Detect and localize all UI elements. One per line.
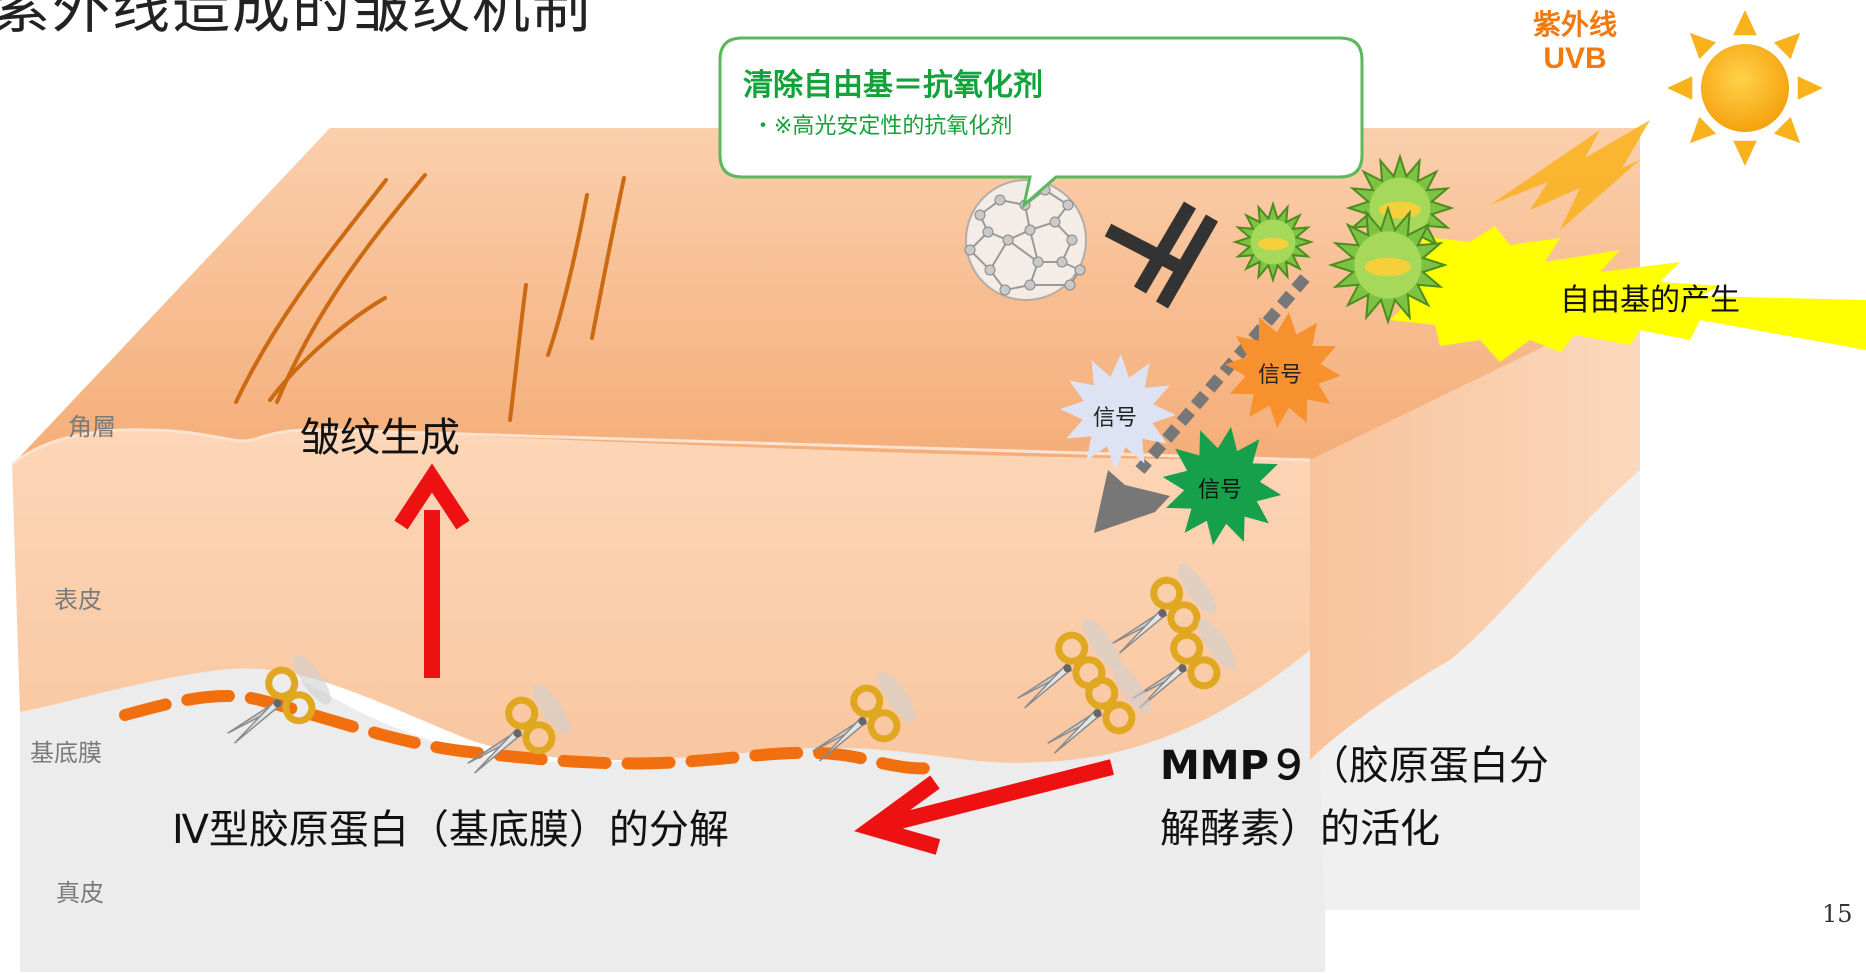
- scissors-group: [227, 563, 1236, 774]
- fullerene-atom: [1064, 279, 1076, 291]
- sun-ray: [1773, 116, 1801, 144]
- signal-label-lavender: 信号: [1093, 406, 1138, 431]
- fullerene-atom: [1032, 256, 1044, 268]
- signal-badge-orange: [1225, 312, 1341, 428]
- sun-ray: [1733, 140, 1757, 166]
- basement-membrane: [119, 690, 936, 775]
- fullerene-atom: [982, 226, 994, 238]
- side-face: [1310, 300, 1640, 760]
- uvb-label: 紫外线 UVB: [1533, 8, 1617, 76]
- mmp9-line2: 解酵素）的活化: [1160, 806, 1440, 852]
- scissors-icon: [467, 683, 571, 774]
- fullerene-atom: [1049, 216, 1061, 228]
- wrinkle-lines-icon: [234, 173, 626, 422]
- stratum-corneum-top: [12, 128, 1640, 465]
- fullerene-atom: [1002, 234, 1014, 246]
- mmp9-line1: MMP９（胶原蛋白分: [1160, 733, 1549, 791]
- sun-ray: [1689, 116, 1717, 144]
- fullerene-atom: [994, 194, 1006, 206]
- left-arrow-red: [854, 759, 1114, 855]
- fullerene-atom: [984, 264, 996, 276]
- layer-label-membrane: 基底膜: [30, 739, 102, 767]
- lightning-icon: [1490, 120, 1650, 230]
- mmp9-name: MMP９: [1160, 743, 1309, 789]
- block-symbol-icon: [1104, 201, 1219, 309]
- sun-ray: [1667, 76, 1693, 100]
- radical-eye: [1364, 257, 1412, 277]
- scissors-icon: [1132, 618, 1236, 709]
- fullerene-atom: [974, 209, 986, 221]
- sun-ray: [1773, 32, 1801, 60]
- layer-label-epidermis: 表皮: [54, 586, 102, 614]
- dotted-arrow-icon: [1094, 274, 1310, 533]
- signal-badge-green: [1162, 426, 1282, 546]
- scissors-icon: [1112, 563, 1216, 654]
- signal-label-orange: 信号: [1258, 363, 1303, 388]
- fullerene-icon: [964, 179, 1087, 301]
- callout-title: 清除自由基＝抗氧化剂: [743, 68, 1043, 103]
- wrinkle-label: 皱纹生成: [300, 415, 460, 461]
- page-title: 紫外线造成的皱纹机制: [0, 0, 593, 41]
- epidermis-layer: [12, 429, 1310, 763]
- page-number: 15: [1822, 900, 1853, 928]
- layer-label-dermis: 真皮: [56, 879, 104, 907]
- starburst-shape: [1375, 226, 1866, 362]
- sun-icon: [1667, 10, 1823, 166]
- fullerene-atom: [1062, 199, 1074, 211]
- radicals-group: [1231, 153, 1455, 325]
- callout-bullet: ・※高光安定性的抗氧化剂: [752, 114, 1013, 139]
- fullerene-atom: [999, 284, 1011, 296]
- layer-label-stratum: 角層: [68, 413, 116, 441]
- fullerene-atom: [964, 244, 976, 256]
- radical-eye: [1257, 237, 1289, 251]
- scissors-icon: [1047, 663, 1151, 754]
- signal-badge-lavender: [1060, 354, 1176, 470]
- sun-ray: [1689, 32, 1717, 60]
- uv-line1: 紫外线: [1533, 8, 1618, 41]
- mmp9-desc: （胶原蛋白分: [1308, 743, 1549, 789]
- scissors-icon: [812, 671, 916, 762]
- sun-ray: [1797, 76, 1823, 100]
- fullerene-atom: [1056, 256, 1068, 268]
- uv-line2: UVB: [1543, 42, 1607, 75]
- sun-ray: [1733, 10, 1757, 36]
- up-arrow-red: [394, 463, 470, 678]
- radicals-label: 自由基的产生: [1560, 283, 1740, 318]
- fullerene-atom: [1024, 279, 1036, 291]
- scissors-icon: [227, 653, 331, 744]
- collagen-label: Ⅳ型胶原蛋白（基底膜）的分解: [172, 807, 729, 853]
- fullerene-atom: [1024, 224, 1036, 236]
- fullerene-atom: [1074, 264, 1086, 276]
- signal-label-green: 信号: [1198, 478, 1243, 503]
- fullerene-atom: [1066, 234, 1078, 246]
- scissors-icon: [1017, 618, 1121, 709]
